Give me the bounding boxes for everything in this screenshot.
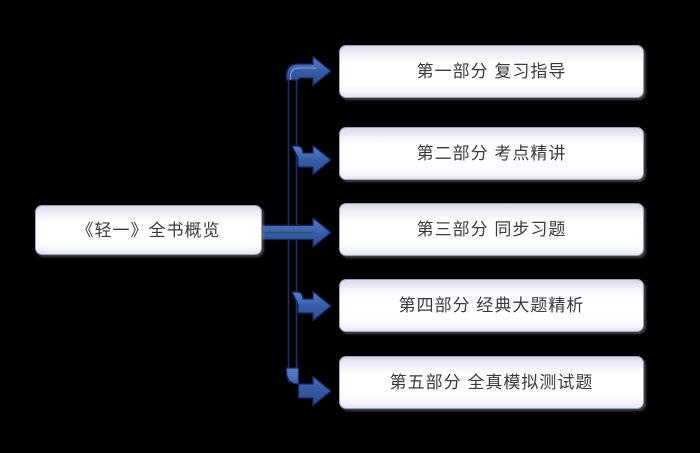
arrow-to-part-4: [291, 290, 332, 322]
node-part-5-label: 第五部分 全真模拟测试题: [389, 373, 594, 392]
arrow-to-part-5: [285, 367, 332, 407]
arrow-to-part-1: [285, 55, 332, 87]
root-node-label: 《轻一》全书概览: [76, 220, 221, 240]
node-part-3[interactable]: 第三部分 同步习题: [339, 203, 644, 256]
node-part-1-label: 第一部分 复习指导: [416, 62, 567, 81]
arrow-to-part-2: [291, 144, 332, 176]
arrow-to-part-3: [261, 217, 332, 248]
node-part-4-label: 第四部分 经典大题精析: [398, 296, 585, 315]
node-part-2[interactable]: 第二部分 考点精讲: [339, 127, 644, 180]
node-part-1[interactable]: 第一部分 复习指导: [339, 45, 644, 98]
root-node[interactable]: 《轻一》全书概览: [35, 205, 262, 255]
node-part-5[interactable]: 第五部分 全真模拟测试题: [339, 356, 644, 409]
node-part-3-label: 第三部分 同步习题: [416, 220, 567, 239]
node-part-4[interactable]: 第四部分 经典大题精析: [339, 279, 644, 332]
node-part-2-label: 第二部分 考点精讲: [416, 144, 567, 163]
trunk-connector: [287, 72, 298, 382]
